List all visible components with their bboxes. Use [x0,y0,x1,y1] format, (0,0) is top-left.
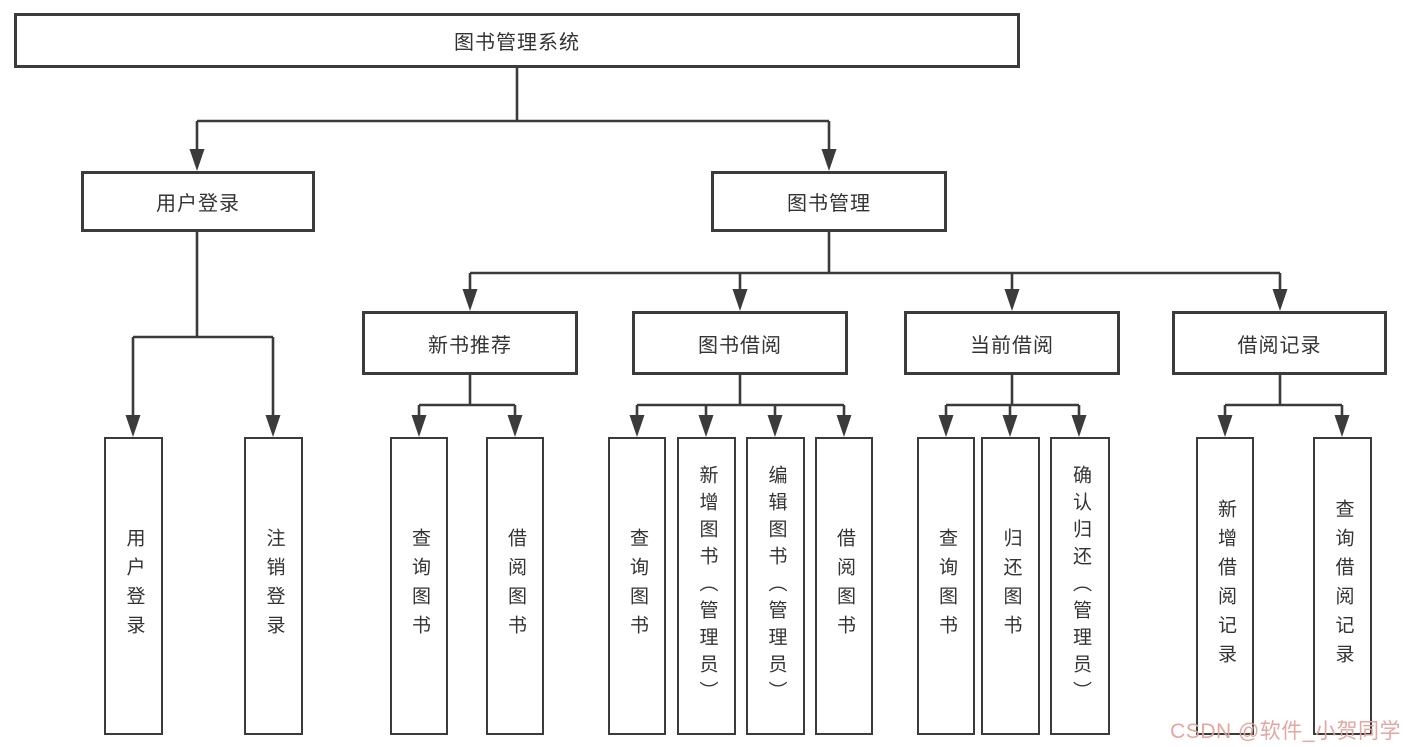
leaf-label: 确认归还（管理员） [1069,464,1091,708]
leaf-edit-book-admin: 编辑图书（管理员） [746,437,805,735]
leaf-query-borrow-record: 查询借阅记录 [1313,437,1372,735]
leaf-logout: 注销登录 [244,437,303,735]
leaf-query-books-2: 查询图书 [608,437,666,735]
csdn-watermark: CSDN @软件_小贺同学 [1170,720,1401,743]
leaf-return-books: 归还图书 [981,437,1040,735]
leaf-label: 用户登录 [123,528,145,644]
leaf-user-login: 用户登录 [104,437,163,735]
leaf-add-book-admin: 新增图书（管理员） [677,437,736,735]
leaf-label: 查询借阅记录 [1332,499,1354,673]
leaf-borrow-books-2: 借阅图书 [815,437,873,735]
leaf-label: 查询图书 [935,528,957,644]
leaf-label: 归还图书 [1000,528,1022,644]
leaf-label: 新增借阅记录 [1214,499,1236,673]
node-user-login: 用户登录 [81,171,315,232]
leaf-label: 编辑图书（管理员） [765,464,787,708]
leaf-query-books-1: 查询图书 [390,437,448,735]
leaf-confirm-return-admin: 确认归还（管理员） [1050,437,1110,735]
node-current-borrow: 当前借阅 [904,311,1120,375]
node-borrow-records: 借阅记录 [1172,311,1387,375]
node-new-book-recommend: 新书推荐 [362,311,578,375]
leaf-label: 查询图书 [408,528,430,644]
leaf-label: 新增图书（管理员） [696,464,718,708]
leaf-add-borrow-record: 新增借阅记录 [1196,437,1254,735]
node-root: 图书管理系统 [14,13,1020,68]
node-book-borrow: 图书借阅 [632,311,848,375]
arrowheads [125,149,1350,437]
leaf-label: 查询图书 [626,528,648,644]
leaf-borrow-books-1: 借阅图书 [486,437,544,735]
leaf-label: 注销登录 [263,528,285,644]
leaf-label: 借阅图书 [833,528,855,644]
node-book-management: 图书管理 [711,171,947,232]
leaf-query-books-3: 查询图书 [917,437,975,735]
leaf-label: 借阅图书 [504,528,526,644]
